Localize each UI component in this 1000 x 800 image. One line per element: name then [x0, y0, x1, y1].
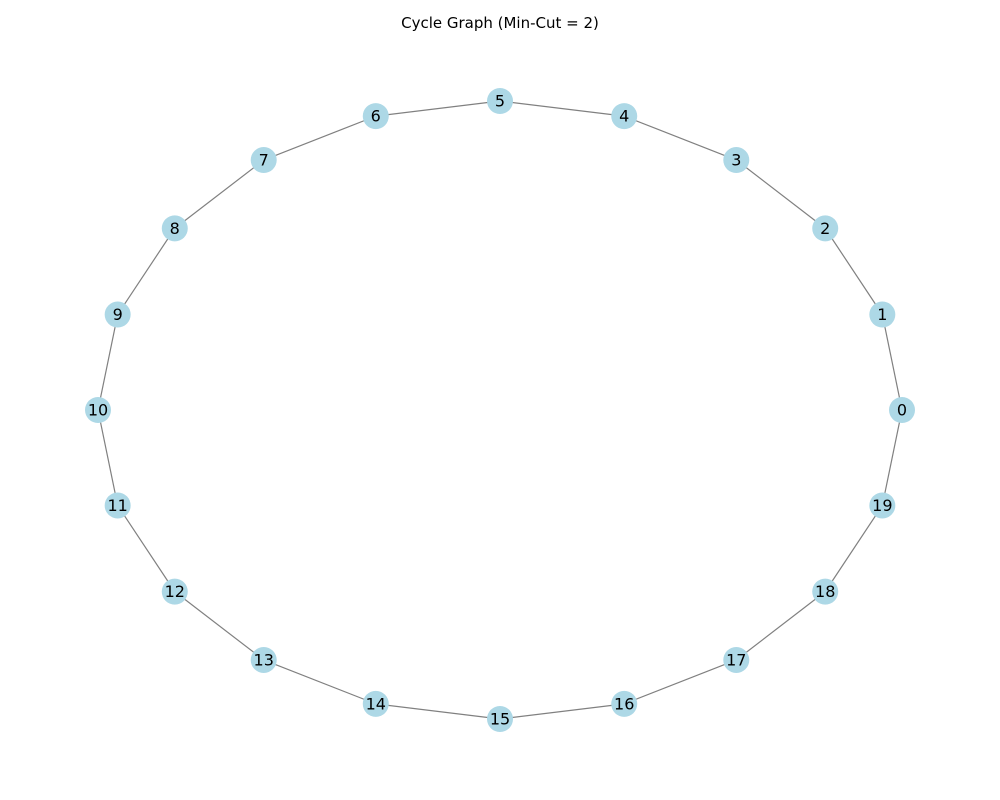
node-label: 18: [815, 582, 835, 601]
node-circle: [85, 397, 111, 423]
edge-14-15: [375, 703, 501, 720]
node-7: 7: [250, 147, 277, 174]
node-circle: [812, 578, 839, 605]
edge-1-2: [824, 228, 883, 315]
node-label: 11: [107, 496, 127, 515]
node-label: 17: [726, 650, 746, 669]
node-1: 1: [869, 301, 896, 328]
node-circle: [362, 103, 389, 130]
node-14: 14: [362, 690, 389, 717]
edge-16-17: [624, 659, 737, 705]
node-label: 5: [495, 92, 505, 111]
node-circle: [869, 301, 896, 328]
node-9: 9: [104, 301, 131, 328]
node-label: 9: [113, 305, 123, 324]
node-5: 5: [487, 88, 513, 114]
node-label: 6: [371, 107, 381, 126]
edge-3-4: [624, 115, 737, 161]
node-circle: [487, 88, 513, 114]
node-0: 0: [889, 397, 915, 423]
edge-18-19: [824, 505, 883, 592]
node-13: 13: [250, 646, 277, 673]
edge-9-10: [97, 314, 119, 411]
node-label: 16: [614, 694, 634, 713]
edge-12-13: [174, 591, 265, 661]
node-circle: [250, 147, 277, 174]
node-2: 2: [812, 215, 839, 242]
node-circle: [723, 646, 750, 673]
edge-4-5: [499, 100, 625, 117]
node-label: 15: [490, 710, 510, 729]
edge-10-11: [97, 409, 119, 506]
node-label: 8: [170, 219, 180, 238]
node-label: 7: [259, 151, 269, 170]
edge-2-3: [735, 159, 826, 229]
node-label: 14: [366, 694, 386, 713]
node-3: 3: [723, 147, 750, 174]
node-circle: [889, 397, 915, 423]
node-11: 11: [104, 492, 131, 519]
edge-11-12: [117, 505, 176, 592]
node-label: 13: [254, 650, 274, 669]
node-label: 1: [877, 305, 887, 324]
node-circle: [869, 492, 896, 519]
edge-17-18: [735, 591, 826, 661]
node-6: 6: [362, 103, 389, 130]
node-circle: [104, 492, 131, 519]
edge-0-1: [881, 314, 903, 411]
edge-7-8: [174, 159, 265, 229]
node-label: 4: [619, 107, 629, 126]
edge-19-0: [881, 409, 903, 506]
node-12: 12: [161, 578, 188, 605]
node-4: 4: [611, 103, 638, 130]
node-circle: [723, 147, 750, 174]
node-15: 15: [487, 706, 513, 732]
node-label: 3: [731, 151, 741, 170]
node-16: 16: [611, 690, 638, 717]
edges-layer: [97, 100, 903, 720]
node-19: 19: [869, 492, 896, 519]
node-17: 17: [723, 646, 750, 673]
node-18: 18: [812, 578, 839, 605]
edge-6-7: [263, 115, 376, 161]
node-circle: [611, 103, 638, 130]
node-label: 0: [897, 401, 907, 420]
node-circle: [611, 690, 638, 717]
edge-5-6: [375, 100, 501, 117]
node-circle: [161, 578, 188, 605]
node-label: 10: [88, 401, 108, 420]
node-label: 19: [872, 496, 892, 515]
node-circle: [362, 690, 389, 717]
edge-8-9: [117, 228, 176, 315]
node-label: 12: [165, 582, 185, 601]
edge-13-14: [263, 659, 376, 705]
node-circle: [104, 301, 131, 328]
node-label: 2: [820, 219, 830, 238]
graph-title: Cycle Graph (Min-Cut = 2): [401, 14, 599, 32]
node-circle: [161, 215, 188, 242]
node-circle: [487, 706, 513, 732]
node-circle: [250, 646, 277, 673]
node-8: 8: [161, 215, 188, 242]
edge-15-16: [499, 703, 625, 720]
node-circle: [812, 215, 839, 242]
node-10: 10: [85, 397, 111, 423]
